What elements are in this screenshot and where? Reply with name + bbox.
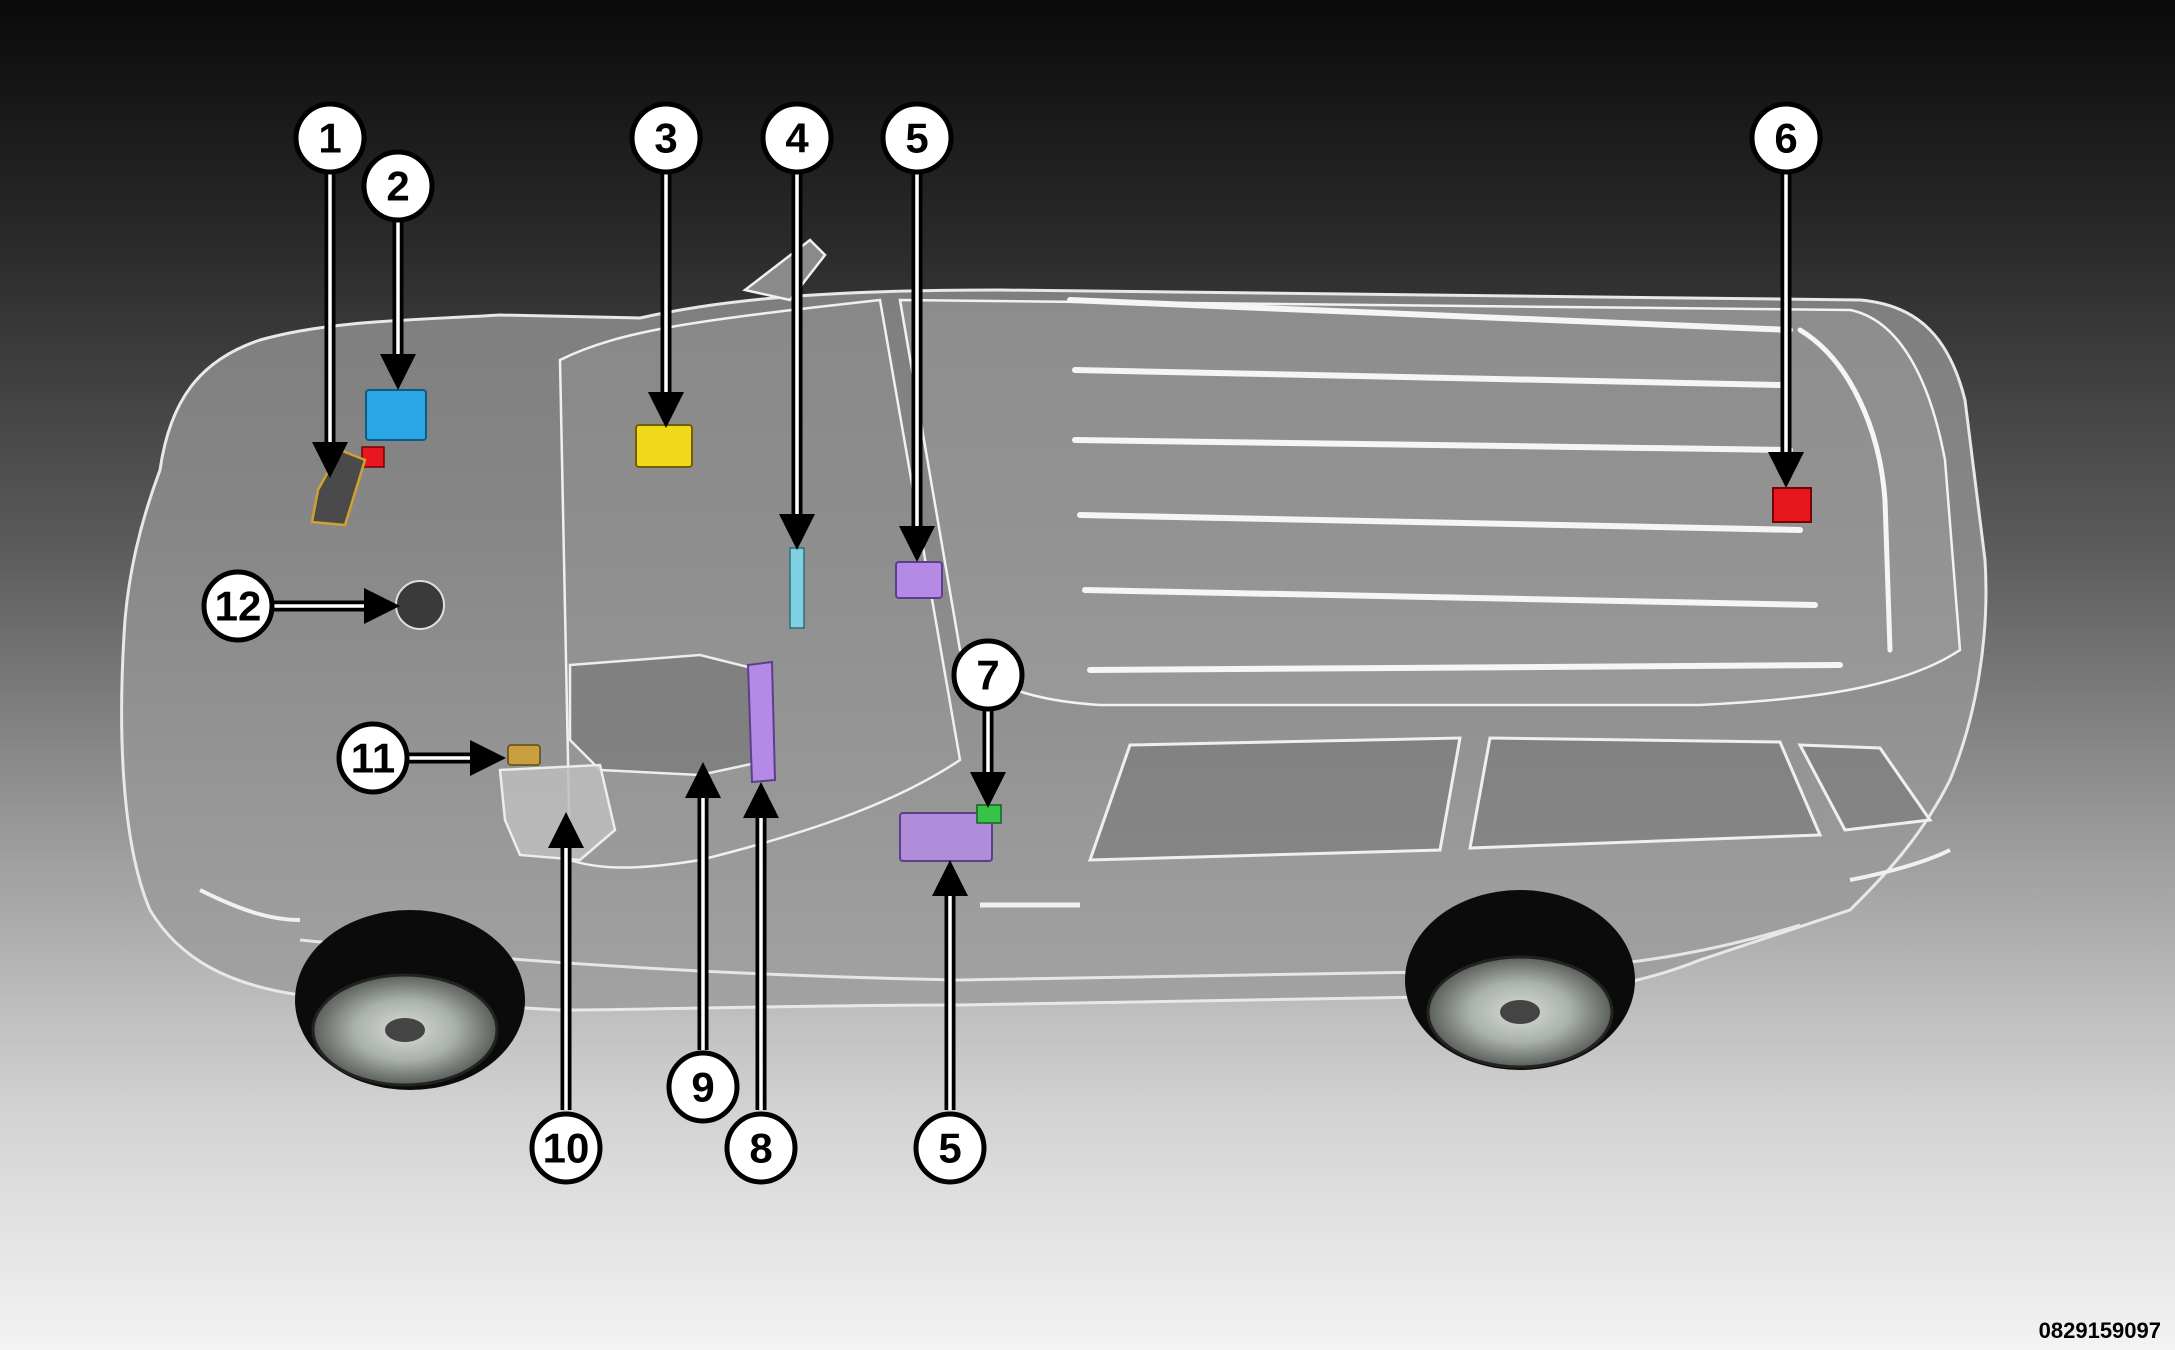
component-3-module — [635, 424, 693, 468]
svg-text:7: 7 — [976, 652, 999, 699]
component-2-connector — [361, 446, 385, 468]
callout-3: 3 — [629, 101, 703, 175]
callout-12: 12 — [201, 569, 275, 643]
roof-rails — [1067, 297, 1893, 673]
callout-leaders — [272, 168, 1804, 1110]
svg-text:10: 10 — [543, 1125, 590, 1172]
svg-text:6: 6 — [1774, 115, 1797, 162]
callout-7: 7 — [951, 638, 1025, 712]
callout-6: 6 — [1749, 101, 1823, 175]
component-5-lower-module — [899, 812, 993, 862]
component-4-bar — [789, 547, 805, 629]
component-11-sensor — [507, 744, 541, 766]
rear-wheel — [1405, 890, 1635, 1070]
component-7-sensor — [976, 804, 1002, 824]
callout-10: 10 — [529, 1111, 603, 1185]
callout-8: 8 — [724, 1111, 798, 1185]
vehicle-phantom-view — [120, 238, 1988, 1090]
engine-block — [498, 763, 617, 862]
callout-circles: 1 2 3 4 5 6 7 12 — [201, 101, 1823, 1185]
callout-5-upper: 5 — [880, 101, 954, 175]
side-windows — [1087, 736, 1933, 862]
side-mirror — [742, 238, 827, 302]
component-6-module — [1772, 487, 1812, 523]
transmission — [568, 653, 772, 777]
figure-id-label: 0829159097 — [2038, 1318, 2161, 1343]
svg-text:2: 2 — [386, 163, 409, 210]
component-12-alternator — [395, 580, 445, 630]
svg-text:5: 5 — [938, 1125, 961, 1172]
svg-text:1: 1 — [318, 115, 341, 162]
svg-text:12: 12 — [215, 583, 262, 630]
svg-text:9: 9 — [691, 1064, 714, 1111]
component-8-valve-body — [746, 660, 777, 784]
svg-text:3: 3 — [654, 115, 677, 162]
headlight — [199, 888, 301, 922]
callout-1: 1 — [293, 101, 367, 175]
callout-4: 4 — [760, 101, 834, 175]
callout-11: 11 — [336, 721, 410, 795]
callout-9: 9 — [666, 1050, 740, 1124]
component-2-module — [365, 389, 427, 441]
taillight — [1849, 848, 1951, 882]
callout-2: 2 — [361, 149, 435, 223]
svg-text:11: 11 — [351, 735, 395, 782]
component-5-upper-module — [895, 561, 943, 599]
front-wheel — [295, 910, 525, 1090]
callout-5-lower: 5 — [913, 1111, 987, 1185]
svg-text:5: 5 — [905, 115, 928, 162]
svg-text:4: 4 — [785, 115, 809, 162]
highlighted-components — [310, 389, 1812, 862]
svg-text:8: 8 — [749, 1125, 772, 1172]
